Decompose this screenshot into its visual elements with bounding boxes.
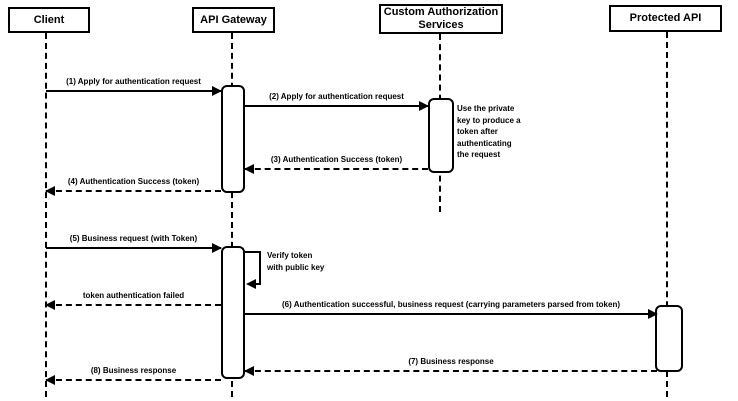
message-5: (5) Business request (with Token) <box>46 234 222 253</box>
message-token-failed: token authentication failed <box>45 291 221 310</box>
message-1: (1) Apply for authentication request <box>46 77 222 96</box>
activation-custom-auth <box>428 98 454 173</box>
message-label: token authentication failed <box>82 291 185 300</box>
arrowhead-icon <box>648 309 658 319</box>
message-label: (7) Business response <box>408 357 494 366</box>
arrowhead-icon <box>45 300 55 310</box>
self-message-label: Verify token with public key <box>267 251 325 272</box>
message-label: (4) Authentication Success (token) <box>67 177 200 186</box>
message-6: (6) Authentication successful, business … <box>245 300 658 319</box>
message-7: (7) Business response <box>244 357 657 376</box>
message-4: (4) Authentication Success (token) <box>45 177 221 196</box>
activation-api-gateway-1 <box>221 85 245 193</box>
participant-protected-api: Protected API <box>609 5 722 32</box>
participant-api-gateway: API Gateway <box>192 7 275 33</box>
participant-label: Client <box>33 13 65 26</box>
message-8: (8) Business response <box>45 366 221 385</box>
self-message-loop-top <box>245 251 261 253</box>
self-message-loop-right <box>259 251 261 285</box>
message-2: (2) Apply for authentication request <box>245 92 429 111</box>
arrowhead-icon <box>244 164 254 174</box>
arrowhead-icon <box>212 86 222 96</box>
participant-label: Custom Authorization Services <box>383 6 499 31</box>
participant-client: Client <box>8 7 90 33</box>
activation-api-gateway-2 <box>221 246 245 379</box>
participant-custom-auth: Custom Authorization Services <box>379 4 503 34</box>
arrowhead-icon <box>212 243 222 253</box>
arrowhead-icon <box>246 279 256 289</box>
private-key-note: Use the private key to produce a token a… <box>457 104 521 159</box>
message-label: (8) Business response <box>90 366 177 375</box>
participant-label: Protected API <box>629 12 702 24</box>
message-label: (3) Authentication Success (token) <box>270 155 403 164</box>
participant-label: API Gateway <box>200 13 267 26</box>
message-label: (1) Apply for authentication request <box>66 77 201 86</box>
arrowhead-icon <box>45 186 55 196</box>
lifeline-protected-api <box>666 32 668 397</box>
message-3: (3) Authentication Success (token) <box>244 155 428 174</box>
arrowhead-icon <box>419 101 429 111</box>
arrowhead-icon <box>244 366 254 376</box>
lifeline-api-gateway <box>231 33 233 397</box>
message-label: (2) Apply for authentication request <box>269 92 404 101</box>
message-label: (6) Authentication successful, business … <box>281 300 621 309</box>
arrowhead-icon <box>45 375 55 385</box>
activation-protected-api <box>655 305 683 372</box>
message-label: (5) Business request (with Token) <box>69 234 198 243</box>
lifeline-client <box>45 33 47 397</box>
